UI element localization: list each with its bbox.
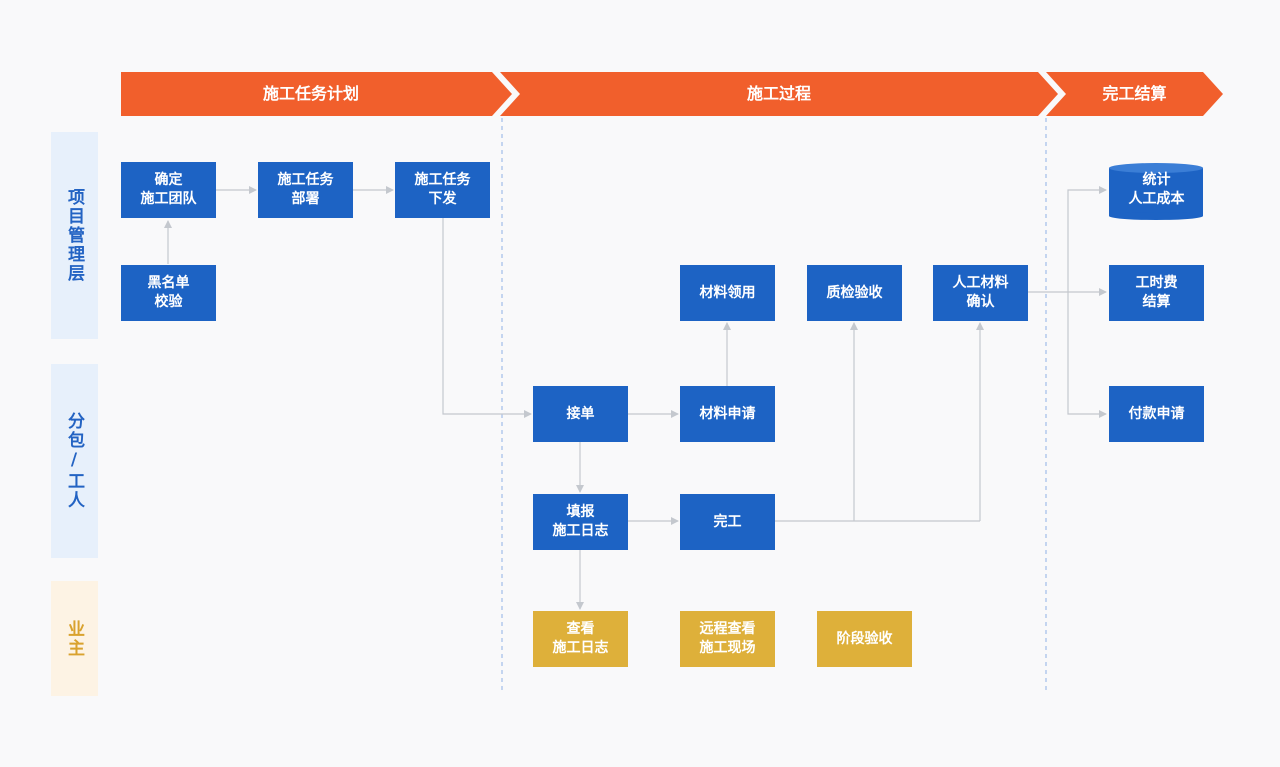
phase-banner-settlement bbox=[1046, 72, 1223, 116]
node-labor-cost: 统计 人工成本 bbox=[1128, 172, 1185, 207]
node-material-request: 材料申请 bbox=[680, 386, 775, 442]
node-labor-material-confirm: 人工材料 确认 bbox=[933, 265, 1028, 321]
node-quality-check: 质检验收 bbox=[807, 265, 902, 321]
node-material-use: 材料领用 bbox=[680, 265, 775, 321]
phase-label-process: 施工过程 bbox=[746, 84, 811, 103]
node-payment-request: 付款申请 bbox=[1109, 386, 1204, 442]
phase-label-settlement: 完工结算 bbox=[1102, 84, 1167, 103]
node-confirm-team: 确定 施工团队 bbox=[121, 162, 216, 218]
lane-management: 项目管理层 bbox=[51, 132, 98, 339]
lane-label: 业主 bbox=[64, 619, 84, 658]
lane-owner: 业主 bbox=[51, 581, 98, 696]
connector bbox=[1067, 186, 1107, 292]
node-blacklist-check: 黑名单 校验 bbox=[121, 265, 216, 321]
node-fill-log: 填报 施工日志 bbox=[533, 494, 628, 550]
lane-label: 项目管理层 bbox=[64, 188, 84, 283]
node-hour-fee-settlement: 工时费 结算 bbox=[1109, 265, 1204, 321]
node-task-deploy: 施工任务 部署 bbox=[258, 162, 353, 218]
lane-label: 分包/工人 bbox=[64, 412, 84, 510]
node-complete: 完工 bbox=[680, 494, 775, 550]
phase-banner-process bbox=[500, 72, 1058, 116]
connector bbox=[442, 218, 532, 418]
phase-label-planning: 施工任务计划 bbox=[262, 84, 359, 103]
node-task-dispatch: 施工任务 下发 bbox=[395, 162, 490, 218]
node-view-log: 查看 施工日志 bbox=[533, 611, 628, 667]
database-icon bbox=[1109, 163, 1203, 220]
node-remote-view: 远程查看 施工现场 bbox=[680, 611, 775, 667]
node-stage-acceptance: 阶段验收 bbox=[817, 611, 912, 667]
phase-banner-planning bbox=[121, 72, 512, 116]
lane-subcontractor: 分包/工人 bbox=[51, 364, 98, 558]
connector bbox=[1067, 292, 1107, 418]
node-accept-order: 接单 bbox=[533, 386, 628, 442]
